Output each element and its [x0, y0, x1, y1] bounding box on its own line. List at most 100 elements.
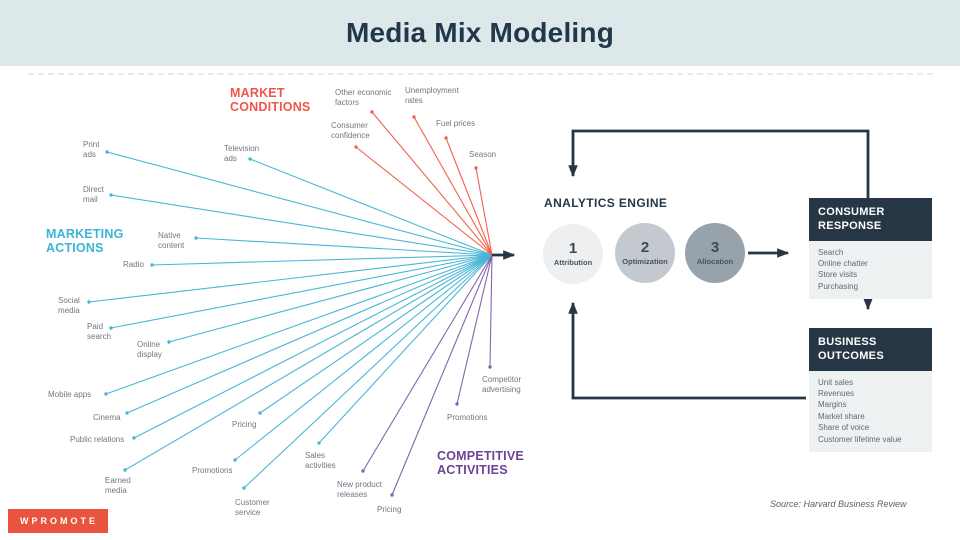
fan-group-header-market-conditions: MARKET CONDITIONS: [230, 86, 311, 115]
fan-label: Consumer confidence: [331, 121, 370, 140]
page-title: Media Mix Modeling: [345, 17, 615, 48]
engine-step-label: Allocation: [696, 257, 734, 266]
fan-label: Fuel prices: [436, 119, 476, 128]
fan-line-dot: [258, 411, 262, 415]
fan-lines: [87, 110, 493, 497]
fan-line-dot: [150, 263, 154, 267]
fan-line-dot: [167, 340, 171, 344]
fan-line: [151, 254, 493, 266]
fan-line-dot: [194, 236, 198, 240]
box-item: Share of voice: [818, 423, 870, 433]
box-item: Unit sales: [818, 377, 854, 387]
fan-label: Earned media: [105, 476, 131, 495]
title-band: Media Mix Modeling: [0, 0, 960, 66]
box-item: Online chatter: [818, 259, 868, 268]
fan-line-dot: [370, 110, 374, 114]
fan-label: Online display: [137, 340, 162, 359]
fan-line-dot: [455, 402, 459, 406]
fan-line: [106, 151, 493, 256]
fan-line-dot: [109, 193, 113, 197]
fan-line-dot: [104, 392, 108, 396]
box-item: Search: [818, 247, 844, 257]
fan-label: Public relations: [70, 435, 125, 444]
fan-label: Radio: [123, 260, 144, 269]
engine-step-number: 2: [640, 239, 650, 256]
box-item: Revenues: [818, 389, 855, 398]
fan-line-dot: [123, 468, 127, 472]
fan-line: [124, 254, 493, 471]
feedback-loop-top: [568, 129, 870, 198]
fan-line: [249, 158, 493, 256]
fan-line: [243, 254, 493, 489]
fan-line: [489, 254, 493, 368]
fan-line: [110, 254, 493, 329]
fan-label: Promotions: [192, 466, 233, 475]
fan-line: [413, 116, 493, 256]
business-outcomes-title: BUSINESS OUTCOMES: [809, 328, 932, 371]
fan-label: Sales activities: [305, 451, 336, 470]
fan-line-dot: [361, 469, 365, 473]
wpromote-logo: WPROMOTE: [8, 509, 108, 533]
fan-line: [234, 254, 493, 461]
fan-line: [362, 254, 493, 472]
fan-line: [456, 254, 493, 405]
fan-line: [110, 194, 493, 256]
box-item: Market share: [818, 411, 865, 421]
fan-line: [133, 254, 493, 439]
fan-line: [88, 254, 493, 303]
fan-label: Season: [469, 150, 497, 159]
fan-label: Print ads: [83, 140, 100, 159]
fan-line-dot: [412, 115, 416, 119]
fan-line-dot: [354, 145, 358, 149]
box-item: Purchasing: [818, 281, 859, 291]
dashed-divider: [28, 73, 933, 75]
fan-line-dot: [390, 493, 394, 497]
fan-line-dot: [132, 436, 136, 440]
fan-line-dot: [317, 441, 321, 445]
engine-step-label: Optimization: [622, 257, 668, 266]
fan-label: Pricing: [377, 505, 402, 514]
fan-label: Television ads: [224, 144, 260, 163]
engine-step-number: 1: [568, 240, 578, 257]
fan-label: Other economic factors: [335, 88, 392, 107]
fan-line: [259, 254, 493, 414]
fan-line: [371, 111, 493, 256]
engine-step-number: 3: [710, 239, 720, 256]
fan-label: Unemployment rates: [405, 86, 459, 105]
fan-label: Native content: [158, 231, 185, 250]
fan-line: [355, 146, 493, 256]
fan-line: [475, 167, 493, 256]
fan-line-dot: [444, 136, 448, 140]
fan-label: Customer service: [235, 498, 270, 517]
fan-line-dot: [248, 157, 252, 161]
fan-line: [126, 254, 493, 414]
fan-line-dot: [474, 166, 478, 170]
fan-line-dot: [125, 411, 129, 415]
fan-line: [168, 254, 493, 343]
fan-line: [391, 254, 493, 496]
fan-line: [195, 237, 493, 256]
fan-label: Promotions: [447, 413, 488, 422]
fan-label: New product releases: [337, 480, 382, 499]
fan-label: Paid search: [87, 322, 112, 341]
box-item: Customer lifetime value: [818, 434, 902, 444]
consumer-response-title: CONSUMER RESPONSE: [809, 198, 932, 241]
fan-line-dot: [109, 326, 113, 330]
fan-label: Pricing: [232, 420, 257, 429]
source-attribution: Source: Harvard Business Review: [770, 499, 907, 509]
fan-line-dot: [242, 486, 246, 490]
fan-group-header-marketing-actions: MARKETING ACTIONS: [46, 227, 124, 256]
fan-line: [318, 254, 493, 444]
fan-label: Cinema: [93, 413, 121, 422]
fan-line-dot: [105, 150, 109, 154]
feedback-loop-bottom: [568, 301, 806, 400]
fan-line-dot: [233, 458, 237, 462]
engine-step-label: Attribution: [553, 258, 593, 267]
